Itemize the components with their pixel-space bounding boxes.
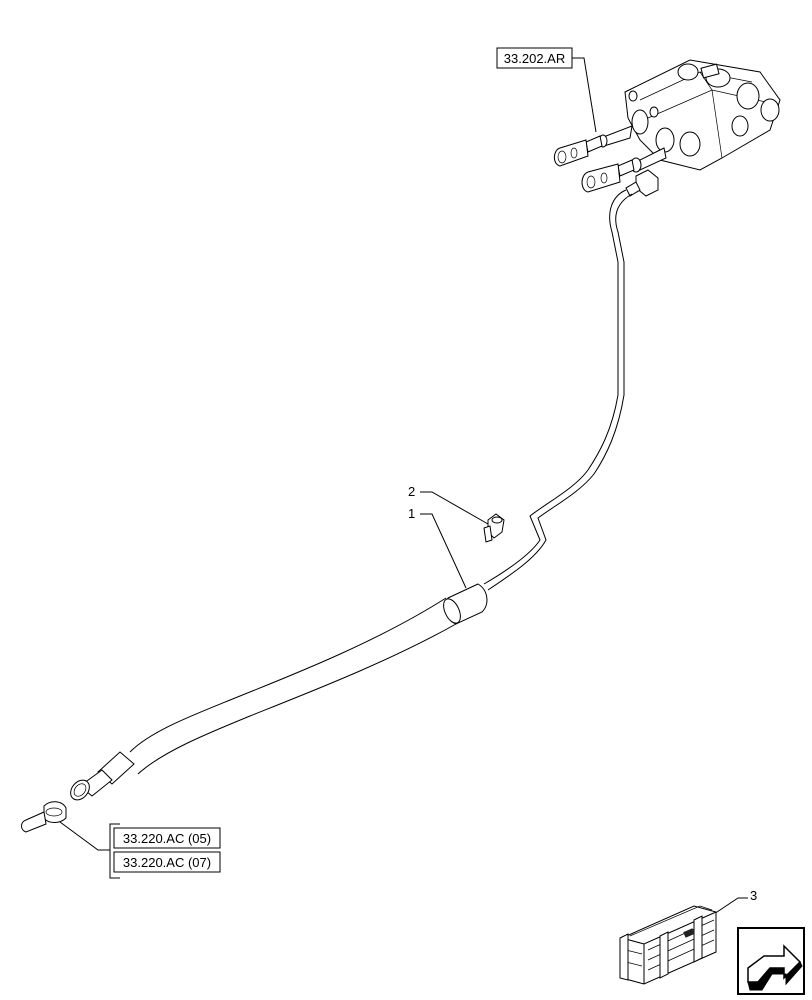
forward-arrow-icon[interactable] <box>737 927 805 995</box>
ref-box-top[interactable]: 33.202.AR <box>496 47 573 69</box>
leader-ref-bottom <box>59 821 110 851</box>
ref-label-bottom-2: 33.220.AC (07) <box>123 855 211 870</box>
upper-clevis <box>553 125 633 167</box>
lower-clevis <box>581 147 667 193</box>
crate-icon <box>619 905 717 985</box>
ref-label-top: 33.202.AR <box>504 51 565 66</box>
leader-ref-top <box>572 57 597 133</box>
callout-3: 3 <box>750 888 757 903</box>
ref-bracket-bottom <box>109 823 120 879</box>
leader-callout-1 <box>420 513 467 589</box>
steel-pipe <box>483 189 633 591</box>
pipe-fitting-nut <box>625 169 659 197</box>
flexible-hose <box>129 597 457 775</box>
callout-2: 2 <box>408 484 415 499</box>
hose-end-fitting <box>70 751 135 801</box>
leader-callout-3 <box>707 897 748 919</box>
adapter-fitting <box>21 801 67 833</box>
ref-box-bottom-1[interactable]: 33.220.AC (05) <box>113 827 221 849</box>
leader-callout-2 <box>420 491 489 525</box>
ref-label-bottom-1: 33.220.AC (05) <box>123 831 211 846</box>
clip-part <box>483 513 505 543</box>
control-valve <box>624 59 781 171</box>
hose-crimp-sleeve <box>443 583 488 625</box>
ref-box-bottom-2[interactable]: 33.220.AC (07) <box>113 851 221 873</box>
callout-1: 1 <box>408 506 415 521</box>
